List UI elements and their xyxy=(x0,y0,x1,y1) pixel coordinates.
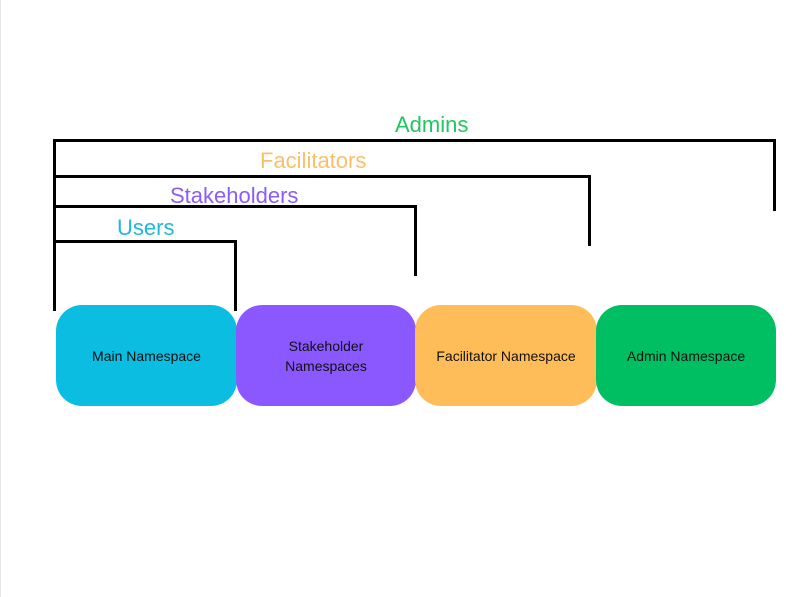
shared-left-stem xyxy=(53,139,56,311)
facilitators-label: Facilitators xyxy=(260,148,367,173)
main-namespace-box: Main Namespace xyxy=(56,305,237,406)
facilitator-namespace-box: Facilitator Namespace xyxy=(415,305,597,406)
stakeholders-label: Stakeholders xyxy=(170,183,299,208)
main-namespace-label: Main Namespace xyxy=(92,347,201,364)
admin-namespace-label: Admin Namespace xyxy=(626,347,746,364)
stakeholder-namespaces-box: Stakeholder Namespaces xyxy=(236,305,416,406)
admins-label: Admins xyxy=(395,112,469,137)
users-label: Users xyxy=(117,215,175,240)
admin-namespace-box: Admin Namespace xyxy=(596,305,776,406)
facilitator-namespace-label: Facilitator Namespace xyxy=(436,347,576,364)
left-frame-edge xyxy=(0,0,1,597)
users-bracket xyxy=(53,240,237,311)
stakeholder-namespaces-label: Stakeholder Namespaces xyxy=(285,337,367,374)
